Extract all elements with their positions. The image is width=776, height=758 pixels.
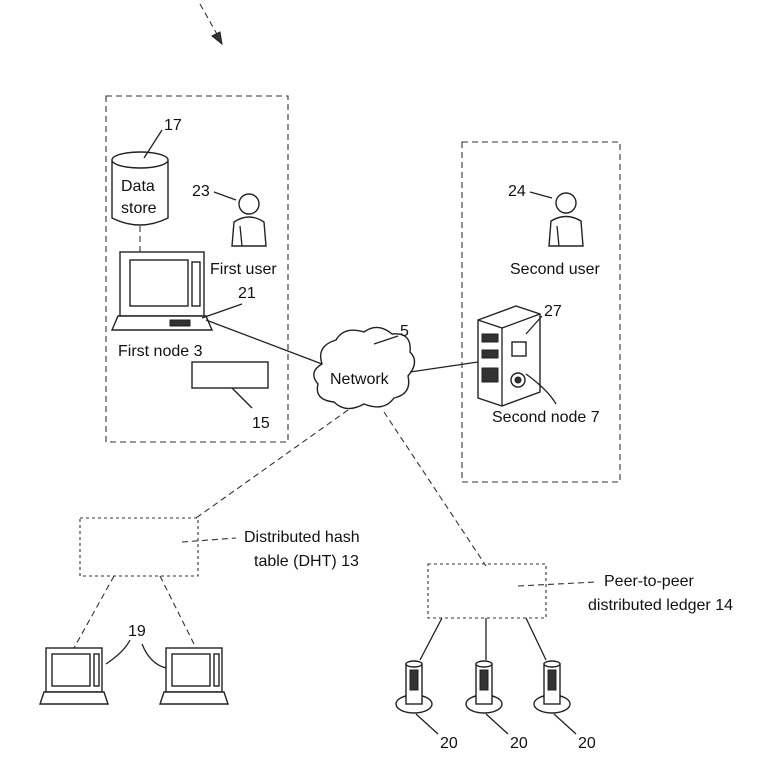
dht-box (80, 518, 198, 576)
ref-20-b-leader (486, 714, 508, 734)
second-node-boundary (462, 142, 620, 482)
first-user-label: First user (210, 261, 277, 278)
ref-15: 15 (252, 415, 270, 432)
link-dht-computer-right (160, 576, 196, 648)
second-node-server-icon (478, 306, 540, 406)
component-15-box (192, 362, 268, 388)
ledger-device-b-icon (466, 661, 502, 713)
link-network-dht (196, 410, 348, 518)
ref-23: 23 (192, 183, 210, 200)
first-node-label: First node 3 (118, 343, 203, 360)
ref-20-c-leader (554, 714, 576, 734)
ref-19: 19 (128, 623, 146, 640)
first-user-icon (232, 194, 266, 246)
component-15-leader (232, 388, 252, 408)
first-computer-icon (112, 252, 212, 330)
link-dht-computer-left (74, 576, 114, 648)
dht-label-line1: Distributed hash (244, 529, 360, 546)
dht-computers-leader (106, 640, 166, 668)
second-user-leader (530, 192, 552, 198)
link-first-node-network (206, 320, 322, 364)
ref-21: 21 (238, 285, 256, 302)
first-node-leader (202, 304, 242, 318)
ref-20-b: 20 (510, 735, 528, 752)
ref-17: 17 (164, 117, 182, 134)
ledger-leader (518, 582, 596, 586)
second-user-label: Second user (510, 261, 601, 278)
link-ledger-device-c (526, 618, 546, 660)
ref-20-a-leader (416, 714, 438, 734)
ref-20-a: 20 (440, 735, 458, 752)
dht-leader (182, 538, 236, 542)
ref-27: 27 (544, 303, 562, 320)
ref-20-c: 20 (578, 735, 596, 752)
dht-computer-right-icon (160, 648, 228, 704)
second-user-icon (549, 193, 583, 246)
data-store-label-line2: store (121, 200, 157, 217)
ledger-box (428, 564, 546, 618)
first-user-leader (214, 192, 236, 200)
link-network-ledger (384, 412, 486, 566)
dht-computer-left-icon (40, 648, 108, 704)
link-ledger-device-a (420, 618, 442, 660)
ledger-device-a-icon (396, 661, 432, 713)
second-node-label: Second node 7 (492, 409, 600, 426)
data-store-label-line1: Data (121, 178, 155, 195)
link-network-second-node (410, 362, 478, 372)
ledger-label-line2: distributed ledger 14 (588, 597, 733, 614)
dht-label-line2: table (DHT) 13 (254, 553, 359, 570)
figure-pointer-arrow (200, 4, 222, 44)
ledger-label-line1: Peer-to-peer (604, 573, 694, 590)
ref-5: 5 (400, 323, 409, 340)
ledger-device-c-icon (534, 661, 570, 713)
ref-24: 24 (508, 183, 526, 200)
network-label: Network (330, 371, 390, 388)
